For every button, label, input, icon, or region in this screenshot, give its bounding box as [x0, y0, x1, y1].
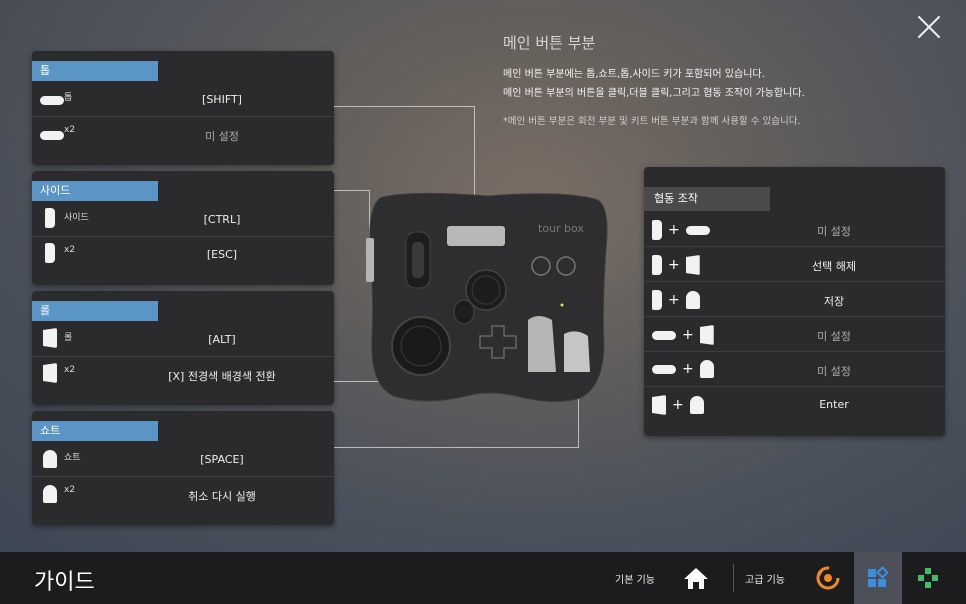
combo-row[interactable]: + 저장	[644, 282, 945, 317]
plus-sign: +	[682, 361, 694, 377]
panel-tab-side: 사이드	[32, 181, 158, 201]
panel-short: 쇼트 쇼트 [SPACE] x2 취소 다시 실행	[32, 411, 334, 525]
row-value: [CTRL]	[203, 213, 241, 226]
pill-icon	[652, 330, 676, 340]
close-icon[interactable]	[916, 14, 942, 40]
panel-tab-top: 톱	[32, 61, 158, 81]
roll-button-icon	[652, 395, 666, 415]
combo-icons: +	[652, 290, 700, 310]
row-value: 미 설정	[205, 130, 239, 143]
row-sub-label: x2	[64, 245, 76, 255]
roll-button-icon	[43, 363, 57, 383]
plus-sign: +	[668, 222, 680, 238]
pill-icon	[40, 131, 64, 140]
combo-header: 협동 조작	[644, 187, 770, 211]
combo-icons: +	[652, 220, 710, 240]
description-note: *메인 버튼 부분은 회전 부분 및 키트 버튼 부분과 함께 사용할 수 있습…	[503, 116, 801, 127]
row-value: 취소 다시 실행	[188, 490, 256, 503]
short-button-icon	[699, 360, 714, 378]
connector-line-top	[334, 106, 475, 228]
side-button-icon	[652, 255, 662, 275]
pill-icon	[40, 96, 64, 105]
combo-value: Enter	[819, 398, 849, 411]
layout-grid-icon[interactable]	[854, 552, 902, 604]
row-value: [SHIFT]	[202, 93, 242, 106]
connector-line-short	[334, 370, 579, 448]
gamepad-icon[interactable]	[904, 552, 952, 604]
plus-sign: +	[668, 292, 680, 308]
page-title: 가이드	[34, 570, 95, 595]
row-sub-label: 롤	[64, 333, 73, 343]
row-sub-label: x2	[64, 125, 76, 135]
combo-value: 선택 해제	[812, 260, 856, 273]
row-sub-label: x2	[64, 365, 76, 375]
panel-side-row-double[interactable]: x2 [ESC]	[32, 238, 334, 272]
plus-sign: +	[682, 327, 694, 343]
roll-button-icon	[43, 328, 57, 348]
side-button-icon	[652, 290, 662, 310]
combo-value: 저장	[823, 295, 845, 308]
combo-value: 미 설정	[817, 330, 851, 343]
pill-icon	[652, 364, 676, 374]
side-button-icon	[45, 208, 55, 228]
combo-icons: +	[652, 395, 704, 415]
pill-icon	[685, 225, 710, 235]
panel-roll-row-double[interactable]: x2 [X] 전경색 배경색 전환	[32, 358, 334, 392]
connector-line-side	[334, 190, 370, 240]
short-button-icon	[685, 291, 700, 309]
description-title: 메인 버튼 부분	[503, 34, 596, 52]
row-sub-label: x2	[64, 485, 76, 495]
short-button-icon	[689, 396, 704, 414]
panel-tab-short: 쇼트	[32, 421, 158, 441]
panel-side-row-single[interactable]: 사이드 [CTRL]	[32, 203, 334, 237]
advanced-feature-label: 고급 기능	[745, 575, 785, 586]
plus-sign: +	[668, 257, 680, 273]
panel-top-row-single[interactable]: 톱 [SHIFT]	[32, 83, 334, 117]
row-sub-label: 쇼트	[64, 453, 81, 463]
rotate-icon[interactable]	[804, 552, 852, 604]
home-icon[interactable]	[672, 552, 720, 604]
combo-icons: +	[652, 325, 714, 345]
panel-top: 톱 톱 [SHIFT] x2 미 설정	[32, 51, 334, 165]
combo-row[interactable]: + 선택 해제	[644, 247, 945, 282]
side-button-icon	[652, 220, 662, 240]
roll-button-icon	[699, 325, 714, 345]
combo-value: 미 설정	[817, 365, 851, 378]
combo-icons: +	[652, 255, 700, 275]
row-value: [ALT]	[208, 333, 236, 346]
combo-row[interactable]: + 미 설정	[644, 212, 945, 247]
panel-short-row-double[interactable]: x2 취소 다시 실행	[32, 478, 334, 512]
panel-tab-roll: 롤	[32, 301, 158, 321]
description-line-2: 메인 버튼 부분의 버튼을 클릭,더블 클릭,그리고 협동 조작이 가능합니다.	[503, 88, 805, 99]
row-value: [SPACE]	[200, 453, 244, 466]
bottom-bar: 가이드 기본 기능 고급 기능	[0, 552, 966, 604]
nav-divider	[733, 564, 734, 592]
device-logo: tour box	[538, 222, 584, 235]
combo-panel: 협동 조작 + 미 설정 + 선택 해제 + 저장 + 미 설정	[644, 167, 945, 436]
description-block: 메인 버튼 부분 메인 버튼 부분에는 톱,쇼트,톱,사이드 키가 포함되어 있…	[503, 32, 805, 127]
panel-short-row-single[interactable]: 쇼트 [SPACE]	[32, 443, 334, 477]
combo-row[interactable]: + 미 설정	[644, 352, 945, 387]
row-value: [ESC]	[206, 248, 238, 261]
short-button-icon	[43, 450, 57, 468]
panel-roll-row-single[interactable]: 롤 [ALT]	[32, 323, 334, 357]
description-line-1: 메인 버튼 부분에는 톱,쇼트,톱,사이드 키가 포함되어 있습니다.	[503, 69, 765, 80]
panel-top-row-double[interactable]: x2 미 설정	[32, 118, 334, 152]
plus-sign: +	[672, 397, 684, 413]
combo-value: 미 설정	[817, 225, 851, 238]
panel-side: 사이드 사이드 [CTRL] x2 [ESC]	[32, 171, 334, 285]
tourbox-device: tour box	[366, 192, 608, 403]
roll-button-icon	[685, 255, 700, 275]
row-sub-label: 톱	[64, 93, 73, 103]
row-sub-label: 사이드	[64, 213, 89, 223]
combo-row[interactable]: + Enter	[644, 387, 945, 422]
side-button-icon	[45, 243, 55, 263]
panel-roll: 롤 롤 [ALT] x2 [X] 전경색 배경색 전환	[32, 291, 334, 405]
row-value: [X] 전경색 배경색 전환	[168, 370, 276, 383]
basic-feature-label: 기본 기능	[615, 575, 655, 586]
combo-icons: +	[652, 360, 714, 378]
combo-row[interactable]: + 미 설정	[644, 317, 945, 352]
short-button-icon	[43, 485, 57, 503]
